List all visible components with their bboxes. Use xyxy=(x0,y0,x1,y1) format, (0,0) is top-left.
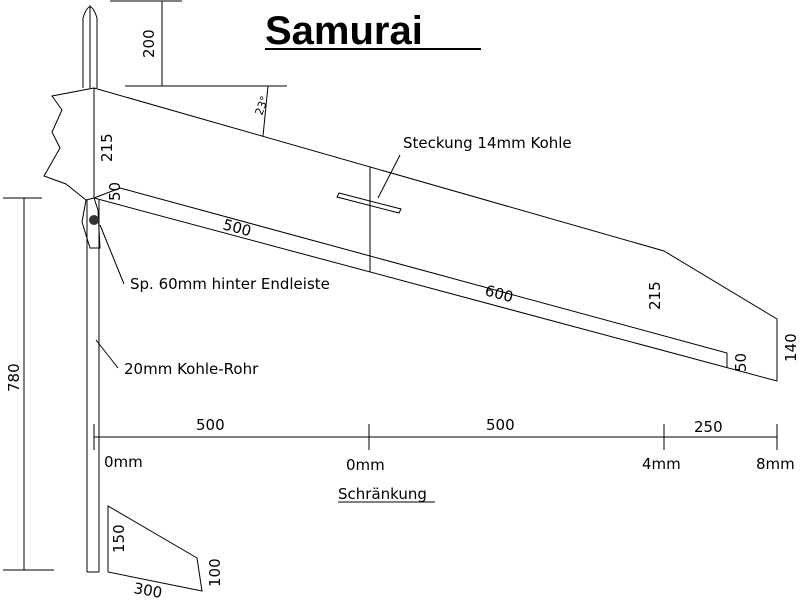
spar-leader-line xyxy=(377,154,401,199)
span-2-label: 500 xyxy=(486,416,515,434)
fin-tip-label: 100 xyxy=(206,558,224,587)
span-3-label: 250 xyxy=(694,418,723,436)
tip-aileron-label: 50 xyxy=(732,353,750,372)
fin-root-label: 150 xyxy=(110,524,128,553)
drawing-title: Samurai xyxy=(265,9,423,53)
washout-8-label: 8mm xyxy=(756,455,795,473)
sweep-angle-leg xyxy=(262,85,269,137)
fin-base-label: 300 xyxy=(132,579,163,600)
wing-outline xyxy=(93,87,778,382)
pivot-label: Sp. 60mm hinter Endleiste xyxy=(130,275,330,293)
fuselage-break-outline xyxy=(43,87,95,201)
spar-label: Steckung 14mm Kohle xyxy=(403,134,572,152)
aileron-inner-length-label: 500 xyxy=(221,215,253,240)
pivot-point xyxy=(89,215,99,225)
tip-chord-label: 140 xyxy=(782,333,800,362)
root-chord-label: 215 xyxy=(98,133,116,162)
tube-leader-line xyxy=(95,339,119,369)
washout-0a-label: 0mm xyxy=(104,453,143,471)
vertical-fin-outline xyxy=(107,505,203,592)
span-1-label: 500 xyxy=(196,416,225,434)
fuselage-break-tail xyxy=(81,197,101,249)
total-height-label: 780 xyxy=(5,363,23,392)
fin-height-label: 200 xyxy=(140,29,158,58)
aileron-outer-length-label: 600 xyxy=(483,281,515,306)
wing-joiner xyxy=(336,192,402,214)
root-aileron-label: 50 xyxy=(106,182,124,201)
sweep-angle-label: 23° xyxy=(253,94,272,117)
tube-label: 20mm Kohle-Rohr xyxy=(124,360,259,378)
pivot-leader-line xyxy=(99,224,125,285)
aileron-strip xyxy=(93,187,728,368)
washout-4-label: 4mm xyxy=(642,455,681,473)
washout-label: Schränkung xyxy=(338,485,427,503)
washout-0b-label: 0mm xyxy=(346,456,385,474)
tip-chord-inner-label: 215 xyxy=(646,281,664,310)
